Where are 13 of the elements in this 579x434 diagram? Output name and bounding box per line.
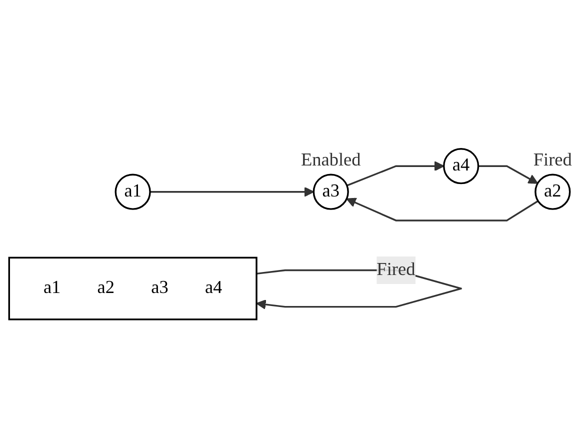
arrow [256, 269, 462, 310]
state-label: Enabled [300, 150, 361, 170]
state-label: Fired [533, 150, 572, 170]
place-circle: a4 [443, 148, 480, 184]
place-circle: a2 [534, 174, 571, 210]
arrow [346, 198, 538, 222]
sequence-box: a1 a2 a3 a4 [8, 256, 258, 320]
place-circle: a3 [312, 174, 349, 210]
arrow [346, 161, 444, 186]
arrow [478, 165, 538, 184]
edge-label: Fired [376, 256, 416, 284]
arrow [150, 186, 314, 197]
place-circle: a1 [114, 174, 151, 210]
